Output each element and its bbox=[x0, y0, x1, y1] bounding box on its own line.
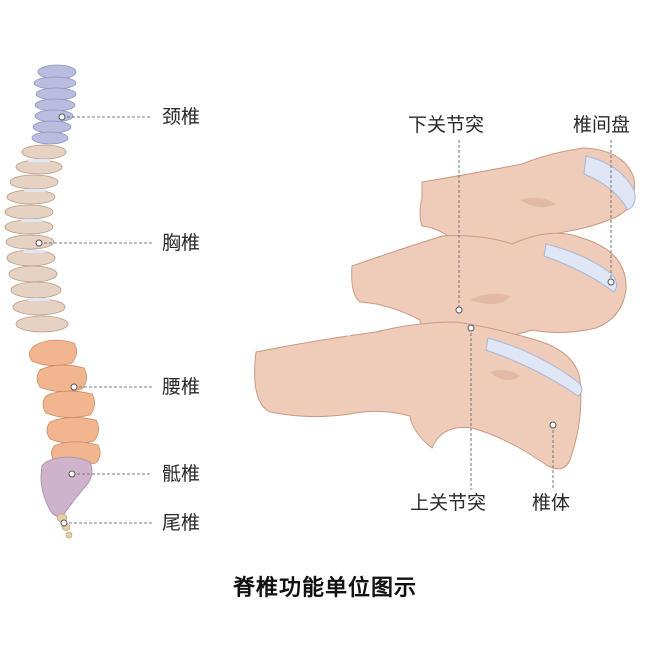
label-thoracic: 胸椎 bbox=[162, 232, 201, 254]
unit-leader-dots bbox=[455, 278, 615, 429]
lumbar-vertebrae bbox=[29, 339, 101, 466]
label-coccyx: 尾椎 bbox=[162, 512, 201, 534]
label-lumbar: 腰椎 bbox=[162, 376, 201, 398]
cervical-vertebrae bbox=[31, 64, 77, 145]
unit-leaders bbox=[458, 140, 612, 490]
label-inferior-articular-process: 下关节突 bbox=[408, 114, 485, 136]
sacrum bbox=[40, 456, 93, 517]
diagram-title: 脊椎功能单位图示 bbox=[232, 576, 417, 601]
lower-vertebra bbox=[254, 321, 582, 470]
spine-column bbox=[4, 64, 101, 539]
thoracic-vertebrae bbox=[4, 144, 69, 333]
upper-vertebra bbox=[419, 147, 636, 263]
label-sacral: 骶椎 bbox=[162, 463, 201, 485]
label-intervertebral-disc: 椎间盘 bbox=[573, 114, 631, 136]
watermark-text: 腾讯医典 bbox=[258, 316, 355, 341]
label-vertebral-body: 椎体 bbox=[532, 492, 571, 514]
bone-shading bbox=[470, 197, 556, 381]
upper-disc bbox=[583, 155, 636, 211]
spine-leaders bbox=[39, 116, 152, 524]
lower-disc bbox=[485, 337, 583, 397]
spine-leader-dots bbox=[35, 113, 78, 527]
label-cervical: 颈椎 bbox=[162, 106, 201, 128]
middle-disc bbox=[543, 243, 618, 293]
label-superior-articular-process: 上关节突 bbox=[410, 492, 487, 514]
thoracic-discs bbox=[21, 159, 50, 301]
functional-unit-illustration bbox=[254, 147, 636, 470]
